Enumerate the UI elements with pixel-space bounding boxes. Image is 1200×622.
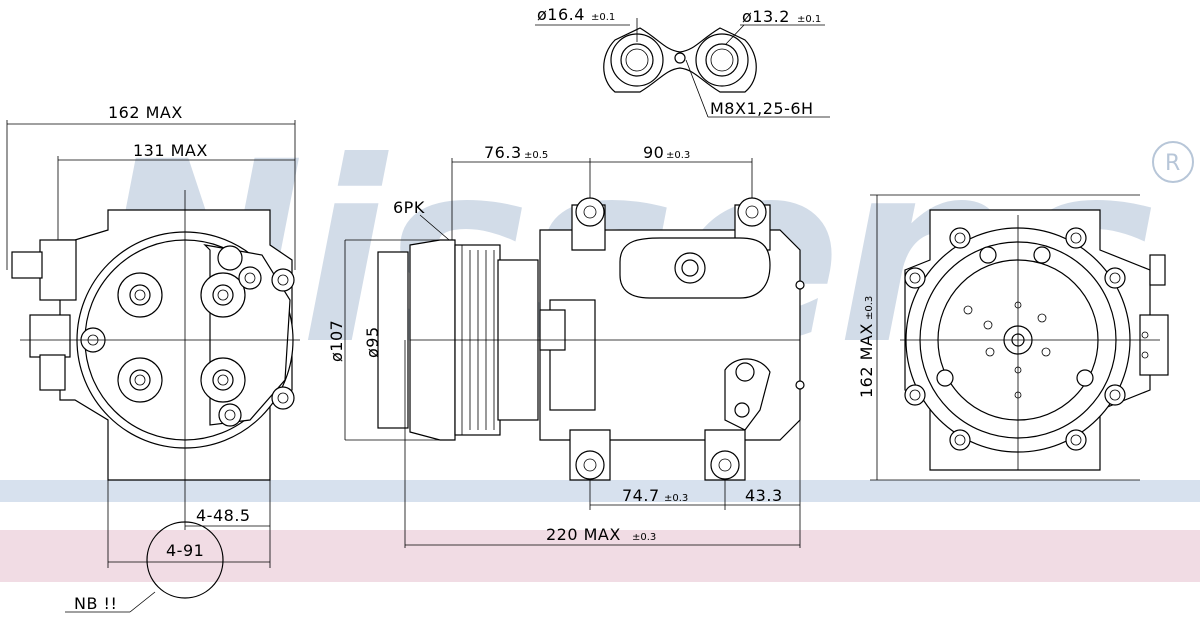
dia-95-label: ø95 — [363, 326, 382, 358]
svg-text:R: R — [1165, 151, 1180, 176]
holes-48-label: 4-48.5 — [196, 506, 251, 525]
height-162-tolerance: ±0.3 — [864, 296, 875, 320]
dia-107-label: ø107 — [327, 320, 346, 362]
height-162-label: 162 MAX — [857, 323, 876, 398]
d74-tolerance: ±0.3 — [664, 493, 688, 504]
pulley-type-label: 6PK — [393, 198, 425, 217]
port-right-tolerance: ±0.1 — [797, 14, 821, 25]
d90-tolerance: ±0.3 — [666, 150, 690, 161]
note-label: NB !! — [74, 594, 117, 613]
pink-band — [0, 530, 1200, 582]
port-left-diameter: ø16.4 — [537, 5, 585, 24]
d90-label: 90 — [643, 143, 664, 162]
port-right-diameter: ø13.2 — [742, 7, 790, 26]
d76-label: 76.3 — [484, 143, 522, 162]
thread-label: M8X1,25-6H — [710, 99, 814, 118]
d43-label: 43.3 — [745, 486, 783, 505]
port-left-tolerance: ±0.1 — [591, 12, 615, 23]
d74-label: 74.7 — [622, 486, 660, 505]
side-view — [344, 158, 805, 548]
blue-band — [0, 480, 1200, 502]
length-220-tolerance: ±0.3 — [632, 532, 656, 543]
width-162-label: 162 MAX — [108, 103, 183, 122]
front-view — [870, 194, 1169, 481]
d76-tolerance: ±0.5 — [524, 150, 548, 161]
port-flange-view — [535, 18, 830, 118]
holes-91-label: 4-91 — [166, 541, 204, 560]
width-131-label: 131 MAX — [133, 141, 208, 160]
rear-view — [6, 120, 300, 613]
registered-mark-icon: R — [1152, 141, 1194, 183]
length-220-label: 220 MAX — [546, 525, 621, 544]
